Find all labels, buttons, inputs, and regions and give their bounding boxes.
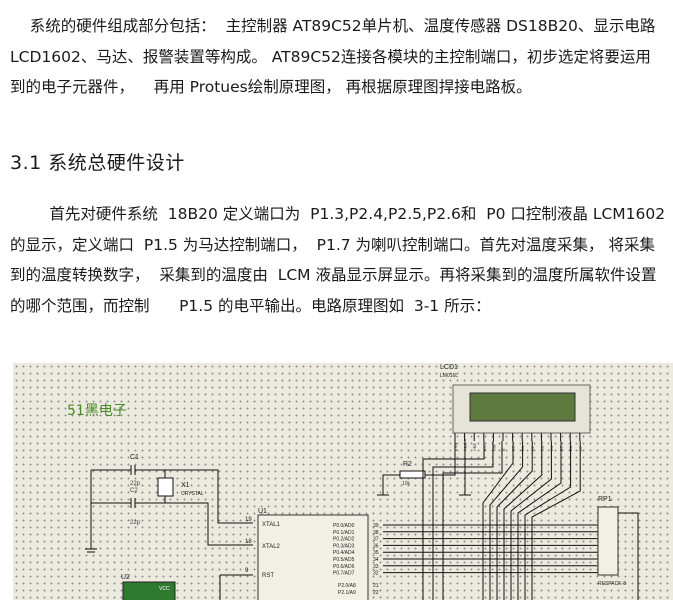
intro-paragraph: 系统的硬件组成部分包括： 主控制器 AT89C52单片机、温度传感器 DS18B… (10, 17, 661, 96)
p0-pin-number: 33 (373, 564, 379, 570)
lcd-data-wire (510, 441, 552, 600)
p0-pin-number: 39 (373, 523, 379, 529)
c1-label: C1 (130, 454, 139, 461)
x1-label: X1 (181, 482, 190, 489)
c2-label: C2 (130, 488, 138, 494)
lcd-data-wire (482, 441, 514, 600)
watermark-text: 51黑电子 (67, 403, 127, 419)
c2-value: 22p (130, 520, 141, 526)
u2-label: U2 (121, 574, 130, 581)
pin-num-19: 19 (245, 517, 252, 523)
r2-label: R2 (403, 461, 412, 468)
pin-vcc: VCC (159, 586, 170, 592)
bus-wires (383, 441, 639, 600)
lcd-data-wire (496, 441, 533, 600)
c1-value: 22p (130, 481, 141, 487)
lcd-pin-label: E (501, 448, 506, 451)
p0-pin-number: 32 (373, 571, 379, 577)
pin-num-18: 18 (245, 539, 252, 545)
p0-pin-label: P0.1/AD1 (333, 530, 355, 536)
p2-pin-number: 21 (373, 583, 379, 589)
p0-pin-label: P0.6/AD6 (333, 564, 355, 570)
p2-pin-label: P2.1/A9 (338, 590, 356, 596)
microcontroller-u1: U1 XTAL1 XTAL2 RST 19 18 9 P0.0/AD0 39P0.… (245, 508, 379, 600)
hardware-paragraph: 首先对硬件系统 18B20 定义端口为 P1.3,P2.4,P2.5,P2.6和… (10, 205, 671, 315)
lcd-data-wire (503, 441, 543, 600)
lcd-data-wire (517, 441, 562, 600)
lcd-pin-label: VEE (472, 443, 477, 451)
oscillator-circuit (85, 465, 253, 553)
lcd-control-wire (422, 441, 485, 600)
pin-xtal1: XTAL1 (262, 522, 281, 528)
pin-xtal2: XTAL2 (262, 544, 281, 550)
x1-type: CRYSTAL (181, 491, 204, 497)
pin-num-9: 9 (245, 568, 249, 574)
p0-pin-label: P0.2/AD2 (333, 537, 355, 543)
lcd-pin-label: RW (491, 444, 496, 451)
p2-pin-number: 22 (373, 590, 379, 596)
lcd-label: LCD1 (440, 364, 458, 371)
lcd-control-wire (432, 441, 494, 600)
r2-value: 10k (402, 481, 411, 487)
section-heading: 3.1 系统总硬件设计 (10, 152, 185, 174)
p0-pin-label: P0.0/AD0 (333, 523, 355, 529)
p0-pin-number: 37 (373, 537, 379, 543)
p0-pin-number: 36 (373, 543, 379, 549)
p2-pin-label: P2.0/A8 (338, 583, 356, 589)
lcd-data-wire (524, 441, 572, 600)
lcd-control-wire (442, 441, 503, 600)
resistor-pack-rp1: RP1 RESPACK-8 (597, 496, 626, 587)
rp1-label: RP1 (598, 496, 612, 503)
pin-rst: RST (262, 573, 274, 579)
rp1-common-wire (618, 512, 639, 600)
rp1-model: RESPACK-8 (598, 581, 626, 587)
lcd-data-wire (531, 441, 581, 600)
lcd-model: LM016L (440, 373, 458, 379)
sensor-u2: U2 VCC (121, 574, 176, 600)
p0-pin-label: P0.5/AD5 (333, 557, 355, 563)
p0-pin-number: 35 (373, 550, 379, 556)
u1-label: U1 (258, 508, 267, 515)
p0-pin-number: 34 (373, 557, 379, 563)
p0-pin-label: P0.4/AD4 (333, 550, 355, 556)
p0-pin-label: P0.3/AD3 (333, 543, 355, 549)
p0-pin-label: P0.7/AD7 (333, 571, 355, 577)
p0-pin-number: 38 (373, 530, 379, 536)
lcd-data-wire (489, 441, 524, 600)
